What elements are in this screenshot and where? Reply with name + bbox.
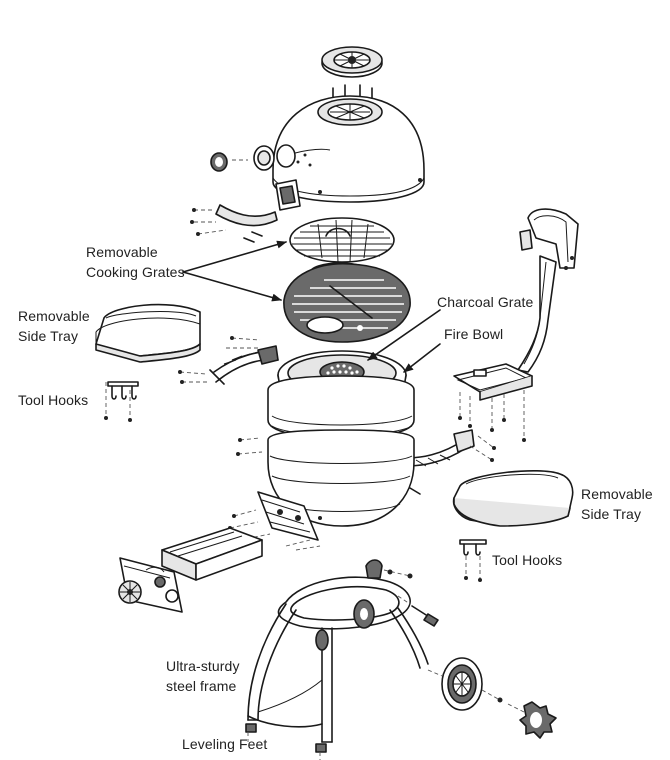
label-line: Ultra-sturdy (166, 658, 240, 674)
label-tool-hooks-right: Tool Hooks (492, 550, 562, 570)
label-line: Charcoal Grate (437, 294, 534, 310)
label-line: Tool Hooks (492, 552, 563, 568)
label-line: Leveling Feet (182, 736, 268, 752)
side-handle-bracket-plate (453, 363, 533, 442)
label-line: Side Tray (581, 506, 642, 522)
left-tool-hooks (104, 381, 139, 422)
side-handle-arm (517, 208, 579, 373)
right-tool-hooks (459, 539, 487, 582)
body-ring-upper (267, 375, 415, 439)
band-clamp-left (178, 336, 279, 385)
lid-handle-bracket (190, 178, 422, 243)
label-fire-bowl: Fire Bowl (444, 324, 503, 344)
dome-lid (272, 95, 425, 203)
body-base-lower (236, 429, 415, 527)
frame-small-parts (365, 559, 439, 627)
steel-frame-cart (245, 576, 429, 760)
label-line: Side Tray (18, 328, 79, 344)
label-removable-side-tray-left: Removable Side Tray (18, 306, 90, 346)
label-line: Removable (581, 486, 653, 502)
label-line: steel frame (166, 678, 237, 694)
label-tool-hooks-left: Tool Hooks (18, 390, 88, 410)
upper-cooking-grate (289, 217, 395, 263)
label-ultra-sturdy-frame: Ultra-sturdy steel frame (166, 656, 240, 696)
right-side-tray (452, 469, 574, 527)
top-vent-cap (321, 46, 383, 78)
label-line: Tool Hooks (18, 392, 89, 408)
wheel-assembly (427, 657, 557, 739)
label-line: Fire Bowl (444, 326, 504, 342)
thermometer-parts (210, 144, 296, 172)
label-line: Removable (18, 308, 90, 324)
ash-drawer-front (118, 557, 183, 613)
label-removable-side-tray-right: Removable Side Tray (581, 484, 653, 524)
lower-cooking-grate (283, 262, 411, 343)
callout-arrows (182, 240, 441, 373)
label-line: Cooking Grates (86, 264, 185, 280)
label-charcoal-grate: Charcoal Grate (437, 292, 533, 312)
label-removable-cooking-grates: Removable Cooking Grates (86, 242, 185, 282)
label-line: Removable (86, 244, 158, 260)
label-leveling-feet: Leveling Feet (182, 734, 267, 754)
ash-drawer (161, 527, 263, 581)
left-side-tray (95, 303, 201, 363)
